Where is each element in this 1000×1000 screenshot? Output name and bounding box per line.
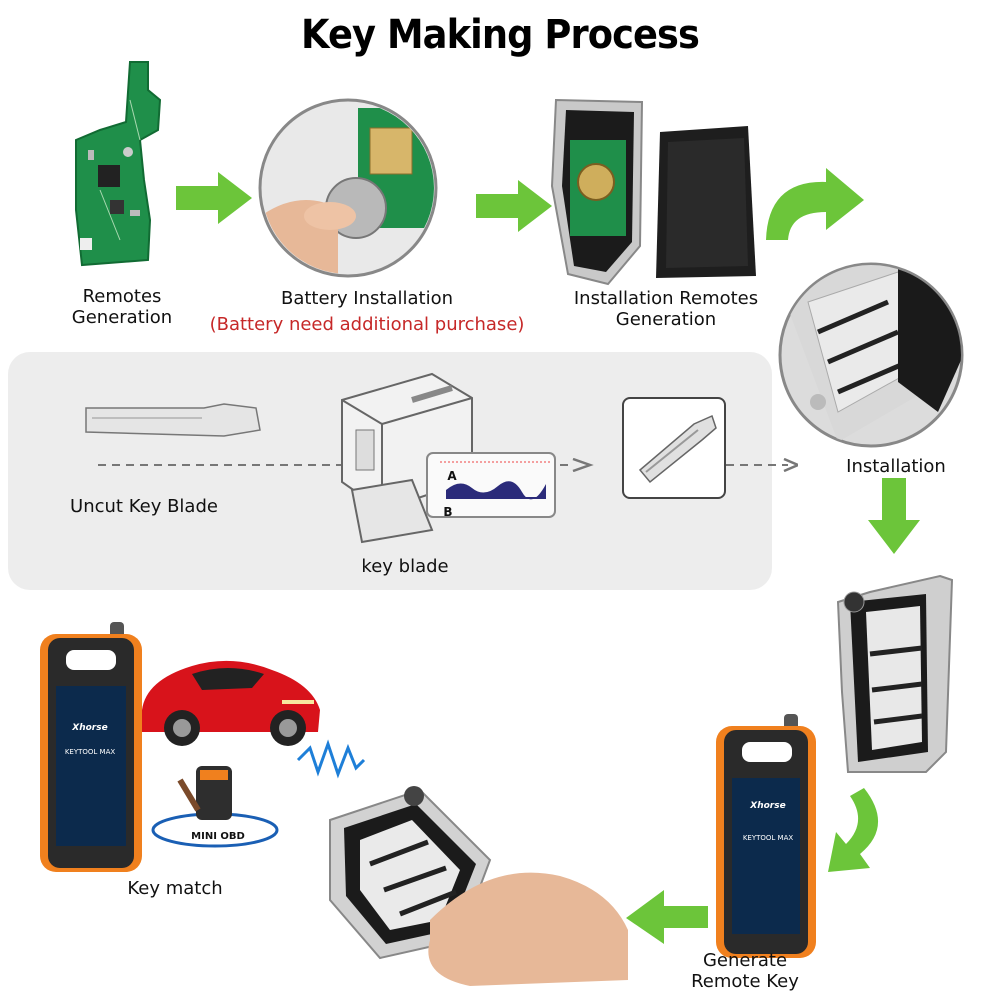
step-remotes-generation-label: Remotes Generation [71, 286, 173, 328]
keytool-max-device-left [36, 620, 146, 876]
remote-installation-image [778, 262, 964, 448]
step-installation-label: Installation [846, 456, 946, 477]
cut-row-b-label: B [443, 505, 453, 519]
step-battery-installation-label: Battery Installation [280, 288, 454, 309]
step-installation-remotes-label: Installation Remotes Generation [573, 288, 759, 330]
arrow-right-icon [174, 170, 254, 226]
step-key-match-label: Key match [127, 878, 223, 899]
remote-pcb-image [70, 60, 170, 270]
remote-shell-open-image [548, 96, 760, 286]
hand-holding-remote-image [310, 780, 630, 990]
wireless-signal-icon [296, 738, 366, 782]
mini-obd-adapter-image [150, 760, 280, 850]
arrow-left-icon [624, 884, 710, 946]
arrow-right-icon [474, 178, 554, 234]
step-generate-remote-key-label: Generate Remote Key [691, 950, 799, 992]
device-model-left: KEYTOOL MAX [64, 748, 116, 756]
device-brand-left: Xhorse [72, 723, 108, 733]
flow-dashed-line [98, 458, 798, 472]
cut-row-a-label: A [447, 469, 457, 483]
arrow-down-icon [866, 476, 922, 556]
battery-purchase-note: (Battery need additional purchase) [209, 314, 525, 335]
curved-arrow-icon [760, 166, 870, 246]
key-blade-label: key blade [361, 556, 449, 577]
uncut-key-blade-label: Uncut Key Blade [70, 496, 218, 517]
mini-obd-label: MINI OBD [191, 831, 245, 842]
uncut-key-blade-image [84, 402, 264, 442]
battery-installation-image [258, 98, 438, 278]
keytool-max-device-right [712, 712, 822, 962]
page-title: Key Making Process [301, 12, 700, 58]
finished-remote-image [830, 572, 958, 778]
device-model-right: KEYTOOL MAX [742, 834, 794, 842]
cut-key-blade-image [632, 408, 720, 488]
cut-depth-chart [426, 452, 556, 518]
device-brand-right: Xhorse [750, 801, 786, 811]
red-sports-car-image [132, 640, 324, 750]
curved-arrow-icon [824, 786, 894, 876]
